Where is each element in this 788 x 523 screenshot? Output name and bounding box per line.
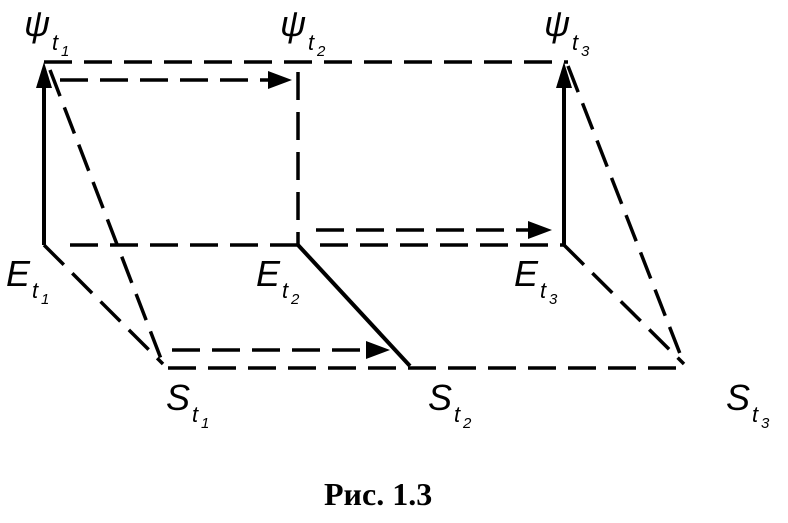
- label-psi-t3: ψ t 3: [544, 3, 590, 60]
- svg-text:t: t: [752, 402, 759, 427]
- svg-text:3: 3: [549, 291, 558, 308]
- arrowhead-e3: [528, 221, 552, 239]
- arrowhead-psi1: [36, 62, 52, 88]
- svg-text:1: 1: [61, 43, 69, 60]
- svg-text:ψ: ψ: [280, 3, 306, 44]
- svg-text:ψ: ψ: [544, 3, 570, 44]
- edge-psi1-s1: [48, 69, 165, 365]
- svg-text:t: t: [454, 402, 461, 427]
- svg-text:S: S: [726, 377, 750, 418]
- svg-text:E: E: [514, 253, 539, 294]
- figure-caption: Рис. 1.3: [324, 476, 432, 512]
- arrowhead-psi3: [556, 62, 572, 88]
- label-psi-t2: ψ t 2: [280, 3, 326, 60]
- label-e-t2: E t 2: [256, 253, 300, 308]
- svg-text:S: S: [166, 377, 190, 418]
- svg-text:ψ: ψ: [24, 3, 50, 44]
- svg-text:E: E: [256, 253, 281, 294]
- svg-text:1: 1: [41, 291, 49, 308]
- svg-text:t: t: [52, 30, 59, 55]
- svg-text:t: t: [32, 278, 39, 303]
- label-e-t3: E t 3: [514, 253, 558, 308]
- edge-e1-s1: [42, 243, 165, 366]
- edge-e3-s3: [562, 243, 686, 366]
- svg-text:2: 2: [316, 43, 326, 60]
- label-psi-t1: ψ t 1: [24, 3, 69, 60]
- svg-text:t: t: [308, 30, 315, 55]
- edge-e2-s2: [296, 243, 412, 368]
- label-s-t3: S t 3: [726, 377, 770, 432]
- svg-text:3: 3: [581, 43, 590, 60]
- svg-text:E: E: [6, 253, 31, 294]
- label-e-t1: E t 1: [6, 253, 49, 308]
- svg-text:2: 2: [462, 415, 472, 432]
- svg-text:2: 2: [290, 291, 300, 308]
- svg-text:t: t: [282, 278, 289, 303]
- arrowhead-s2: [366, 341, 390, 359]
- arrowhead-psi2: [268, 71, 292, 89]
- svg-text:3: 3: [761, 415, 770, 432]
- svg-text:S: S: [428, 377, 452, 418]
- svg-text:t: t: [572, 30, 579, 55]
- label-s-t1: S t 1: [166, 377, 209, 432]
- label-s-t2: S t 2: [428, 377, 472, 432]
- svg-text:1: 1: [201, 415, 209, 432]
- edge-psi3-s3: [566, 65, 686, 365]
- svg-text:t: t: [192, 402, 199, 427]
- svg-text:t: t: [540, 278, 547, 303]
